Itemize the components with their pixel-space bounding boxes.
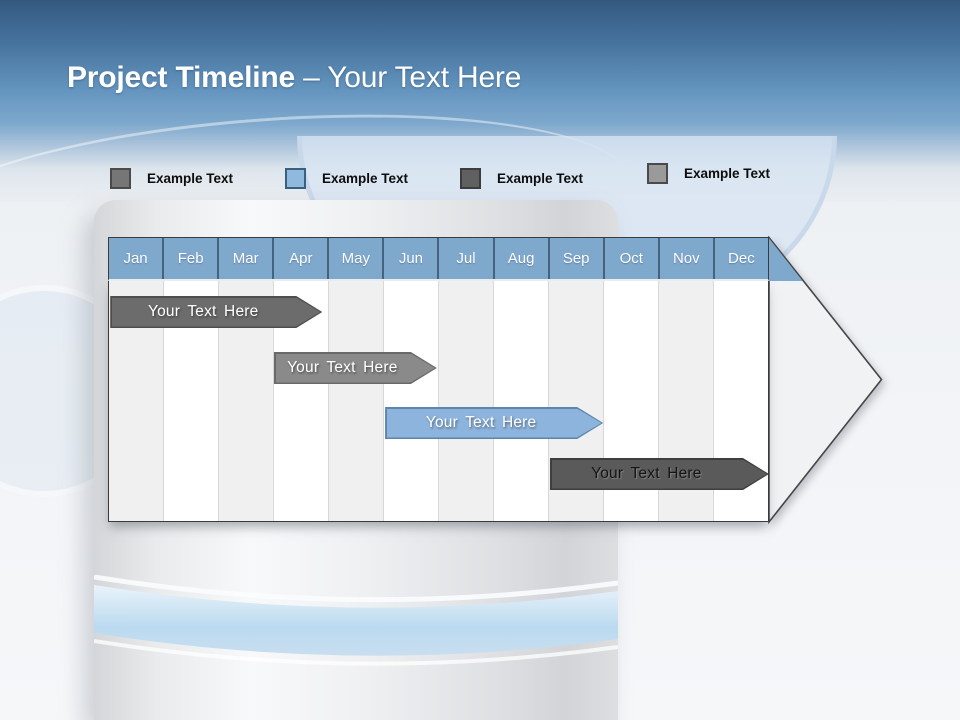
legend-swatch [647,163,668,184]
grid-column [439,281,494,521]
legend-item[interactable]: Example Text [110,168,233,189]
legend-label: Example Text [684,166,771,181]
timeline-bar-fill [552,460,768,489]
month-cell: Feb [164,238,220,279]
legend-swatch [285,168,306,189]
timeline-bar-label: Your Text Here [591,465,702,482]
month-cell: Sep [550,238,605,279]
month-cell: May [329,238,385,279]
grid-column [604,281,659,521]
legend-item[interactable]: Example Text [460,168,583,189]
title-emphasis: Project Timeline [67,61,295,94]
grid-column [164,281,219,521]
legend-label: Example Text [322,171,409,186]
timeline-bar[interactable]: Your Text Here [274,352,437,384]
legend-label: Example Text [497,171,584,186]
grid-column [384,281,439,521]
month-cell: Mar [219,238,275,279]
timeline-arrowhead-icon [768,236,883,524]
grid-column [329,281,384,521]
timeline-bar[interactable]: Your Text Here [110,296,322,328]
slide-title: Project Timeline – Your Text Here [67,60,521,96]
cylinder-blue-band [94,575,618,666]
legend-item[interactable]: Example Text [647,163,770,184]
legend-label: Example Text [147,171,234,186]
legend-swatch [460,168,481,189]
month-cell: Dec [728,250,755,267]
month-cell: Nov [660,238,715,279]
timeline-bar[interactable]: Your Text Here [385,407,603,439]
grid-column [274,281,329,521]
title-rest: – Your Text Here [303,61,522,94]
timeline-bar[interactable]: Your Text Here [550,458,769,490]
timeline-bar-label: Your Text Here [425,414,537,431]
timeline-bar-fill [276,354,435,383]
timeline-bar-label: Your Text Here [147,303,259,320]
month-cell: Jan [109,238,165,279]
month-cell: Aug [495,238,550,279]
month-cell: Apr [274,238,330,279]
month-cell: Jul [439,238,495,279]
timeline-bar-label: Your Text Here [287,359,398,376]
timeline-bar-fill [112,298,320,327]
legend-item[interactable]: Example Text [285,168,408,189]
timeline-bar-fill [387,409,602,438]
grid-column [494,281,549,521]
legend-swatch [110,168,131,189]
month-cell: Jun [384,238,440,279]
month-cell: Oct [605,238,660,279]
